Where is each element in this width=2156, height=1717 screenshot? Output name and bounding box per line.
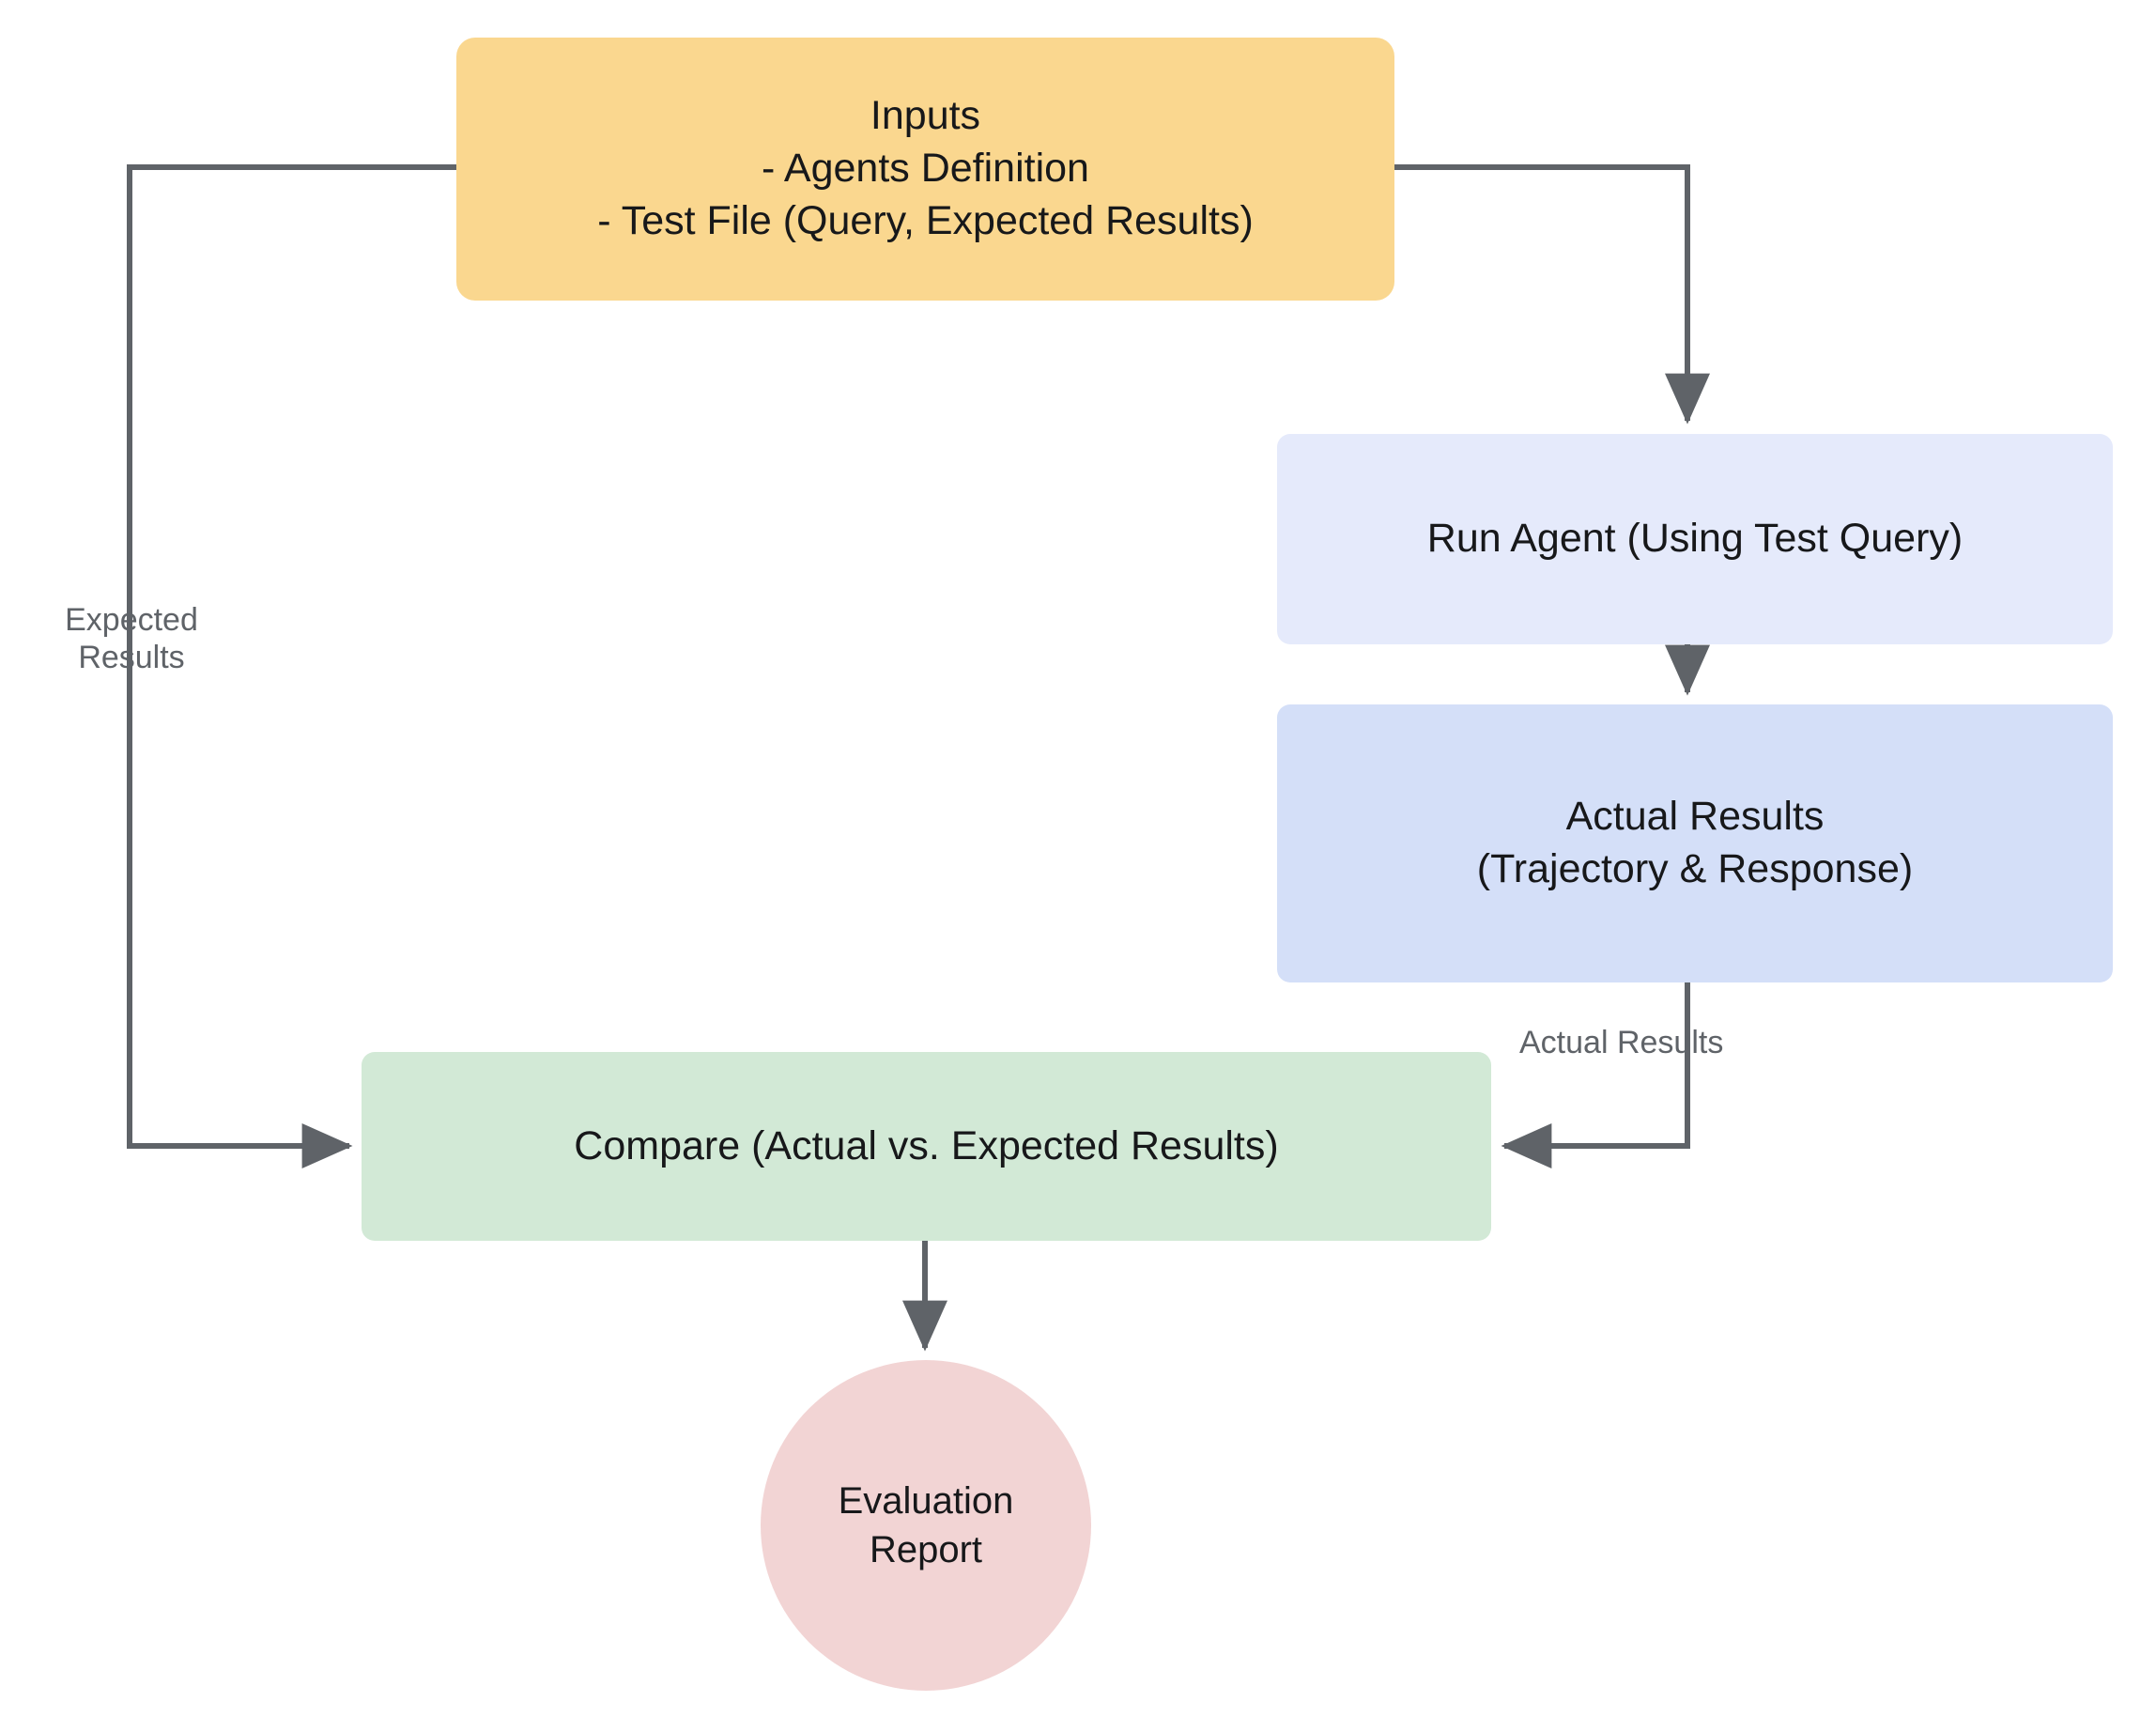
edge-label-actual-results: Actual Results bbox=[1519, 1025, 1724, 1060]
node-run-agent[interactable]: Run Agent (Using Test Query) bbox=[1277, 434, 2113, 644]
node-compare-label: Compare (Actual vs. Expected Results) bbox=[574, 1122, 1279, 1168]
node-compare[interactable]: Compare (Actual vs. Expected Results) bbox=[362, 1052, 1491, 1241]
node-inputs-label: Inputs - Agents Definition - Test File (… bbox=[597, 93, 1254, 243]
node-inputs[interactable]: Inputs - Agents Definition - Test File (… bbox=[456, 38, 1394, 301]
node-evaluation-report-label: Evaluation Report bbox=[838, 1480, 1014, 1570]
edge-actual-results-to-compare bbox=[1501, 982, 1690, 1168]
edge-inputs-to-run-agent bbox=[1394, 164, 1710, 425]
node-evaluation-report[interactable]: Evaluation Report bbox=[761, 1360, 1091, 1691]
node-actual-results[interactable]: Actual Results (Trajectory & Response) bbox=[1277, 704, 2113, 982]
edge-label-expected-results: Expected Results bbox=[65, 602, 198, 676]
node-run-agent-label: Run Agent (Using Test Query) bbox=[1426, 516, 1964, 562]
node-actual-results-label: Actual Results (Trajectory & Response) bbox=[1476, 794, 1914, 891]
